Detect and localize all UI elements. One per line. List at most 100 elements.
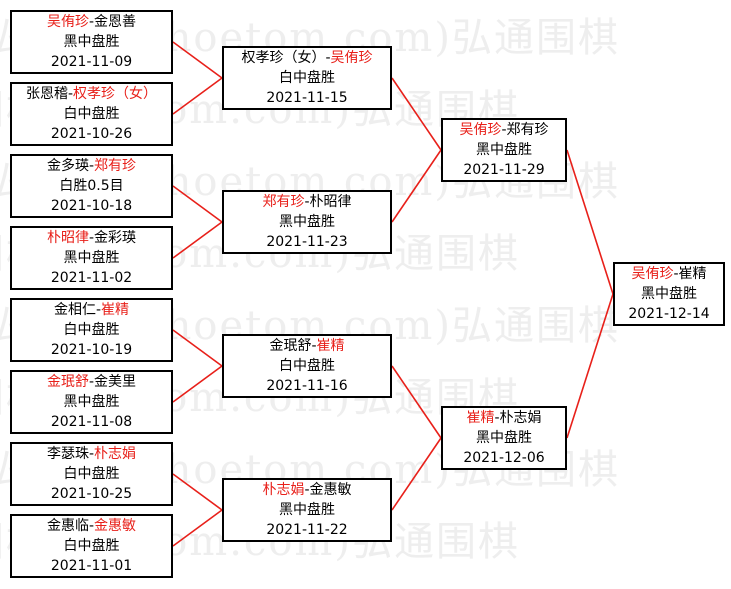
match-players: 李瑟珠-朴志娟	[47, 444, 136, 464]
match-box-r2m3: 金珉舒-崔精白中盘胜 2021-11-16	[222, 334, 392, 398]
match-result: 黑中盘胜	[63, 250, 120, 266]
match-box-r1m3: 金多瑛-郑有珍白胜0.5目 2021-10-18	[10, 154, 173, 218]
match-players: 金多瑛-郑有珍	[47, 156, 136, 176]
vs-dash: -	[67, 86, 74, 102]
match-date: 2021-11-29	[463, 162, 545, 178]
player-2: 金美里	[94, 374, 137, 390]
match-date: 2021-11-02	[50, 270, 133, 286]
player-2: 朴志娟	[499, 410, 542, 426]
player-1: 郑有珍	[262, 194, 305, 210]
match-result: 黑中盘胜	[641, 286, 697, 302]
match-players: 金惠临-金惠敏	[47, 516, 136, 536]
match-date: 2021-11-16	[266, 378, 348, 394]
player-2: 金恩善	[94, 14, 137, 30]
bracket-connector-r1m3-r2m2	[172, 185, 223, 223]
match-result: 黑中盘胜	[476, 430, 532, 446]
player-1: 吴侑珍	[459, 122, 502, 138]
match-players: 吴侑珍-金恩善	[47, 12, 136, 32]
vs-dash: -	[304, 194, 310, 210]
match-players: 金珉舒-崔精	[269, 336, 344, 356]
player-2: 朴昭律	[309, 194, 352, 210]
match-box-r2m2: 郑有珍-朴昭律黑中盘胜 2021-11-23	[222, 190, 392, 254]
bracket-connector-r2m1-r3m1	[391, 77, 442, 151]
player-1: 崔精	[466, 410, 495, 426]
player-1: 金惠临	[46, 518, 89, 534]
player-2: 金彩瑛	[94, 230, 137, 246]
match-result: 黑中盘胜	[279, 502, 335, 518]
match-result: 白胜0.5目	[59, 178, 124, 194]
player-1: 金珉舒	[269, 338, 312, 354]
match-date: 2021-11-22	[266, 522, 348, 538]
match-players: 权孝珍（女）-吴侑珍	[241, 48, 372, 68]
match-date: 2021-10-18	[50, 198, 133, 214]
match-box-r1m4: 朴昭律-金彩瑛黑中盘胜 2021-11-02	[10, 226, 173, 290]
match-players: 郑有珍-朴昭律	[262, 192, 351, 212]
match-players: 张恩稽-权孝珍（女）	[26, 84, 157, 104]
bracket-connector-r2m4-r3m2	[391, 437, 442, 511]
match-box-r3m1: 吴侑珍-郑有珍黑中盘胜 2021-11-29	[441, 118, 567, 182]
match-result: 黑中盘胜	[279, 214, 335, 230]
match-box-r3m2: 崔精-朴志娟黑中盘胜 2021-12-06	[441, 406, 567, 470]
bracket-connector-r1m7-r2m4	[172, 473, 223, 511]
bracket-connector-r1m4-r2m2	[172, 221, 223, 259]
vs-dash: -	[673, 266, 679, 282]
player-2: 金惠敏	[309, 482, 352, 498]
match-result: 白中盘胜	[279, 358, 335, 374]
match-date: 2021-11-23	[266, 234, 348, 250]
match-players: 朴昭律-金彩瑛	[47, 228, 136, 248]
bracket-connector-r2m2-r3m1	[391, 149, 442, 223]
vs-dash: -	[95, 302, 102, 318]
player-1: 吴侑珍	[46, 14, 89, 30]
match-date: 2021-11-08	[50, 414, 133, 430]
match-players: 崔精-朴志娟	[466, 408, 541, 428]
match-date: 2021-12-06	[463, 450, 545, 466]
match-result: 黑中盘胜	[63, 34, 120, 50]
player-1: 金多瑛	[46, 158, 89, 174]
player-1: 张恩稽	[25, 86, 68, 102]
player-2: 崔精	[316, 338, 345, 354]
player-1: 朴昭律	[46, 230, 89, 246]
player-2: 郑有珍	[94, 158, 137, 174]
bracket-connector-r2m3-r3m2	[391, 365, 442, 439]
bracket-connector-r3m2-final	[566, 293, 614, 439]
bracket-connector-r1m2-r2m1	[172, 77, 223, 115]
bracket-connector-r3m1-final	[566, 149, 614, 295]
player-2: 崔精	[678, 266, 707, 282]
match-date: 2021-11-15	[266, 90, 348, 106]
vs-dash: -	[88, 230, 95, 246]
match-players: 朴志娟-金惠敏	[262, 480, 351, 500]
vs-dash: -	[494, 410, 500, 426]
vs-dash: -	[88, 374, 95, 390]
match-players: 吴侑珍-郑有珍	[459, 120, 548, 140]
match-date: 2021-10-26	[50, 126, 133, 142]
match-players: 金珉舒-金美里	[47, 372, 136, 392]
vs-dash: -	[311, 338, 317, 354]
vs-dash: -	[88, 518, 95, 534]
player-2: 朴志娟	[94, 446, 137, 462]
bracket-connector-r1m1-r2m1	[172, 41, 223, 79]
player-2: 崔精	[101, 302, 130, 318]
vs-dash: -	[88, 14, 95, 30]
match-result: 白中盘胜	[63, 466, 120, 482]
player-1: 李瑟珠	[46, 446, 89, 462]
match-date: 2021-12-14	[628, 306, 710, 322]
vs-dash: -	[325, 50, 331, 66]
match-date: 2021-10-19	[50, 342, 133, 358]
match-result: 黑中盘胜	[476, 142, 532, 158]
player-2: 郑有珍	[506, 122, 549, 138]
match-players: 吴侑珍-崔精	[631, 264, 706, 284]
match-result: 黑中盘胜	[63, 394, 120, 410]
match-box-r2m1: 权孝珍（女）-吴侑珍白中盘胜 2021-11-15	[222, 46, 392, 110]
vs-dash: -	[501, 122, 507, 138]
bracket-connector-r1m6-r2m3	[172, 365, 223, 403]
player-1: 吴侑珍	[631, 266, 674, 282]
bracket-connector-r1m8-r2m4	[172, 509, 223, 547]
match-result: 白中盘胜	[279, 70, 335, 86]
